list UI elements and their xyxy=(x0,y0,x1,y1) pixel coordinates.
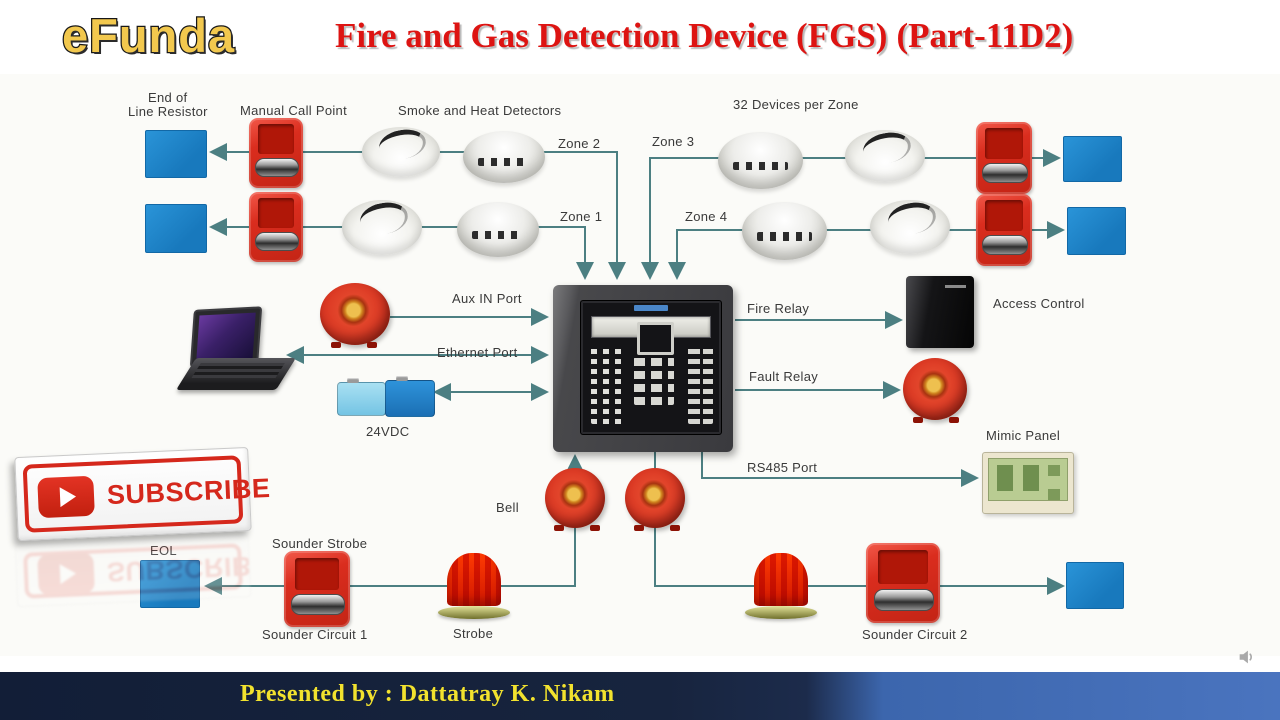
manual-call-point-3 xyxy=(976,122,1032,194)
label-access-control: Access Control xyxy=(993,296,1085,311)
heat-detector-2 xyxy=(342,200,422,255)
panel-indicator xyxy=(637,322,674,355)
label-manual-call-point: Manual Call Point xyxy=(240,103,347,118)
subscribe-inner-border: SUBSCRIBE xyxy=(22,455,271,533)
label-zone-2: Zone 2 xyxy=(558,136,601,151)
label-bell: Bell xyxy=(496,500,519,515)
laptop xyxy=(172,306,296,398)
play-triangle-icon xyxy=(59,486,76,508)
subscribe-label: SUBSCRIBE xyxy=(106,472,272,510)
label-ethernet-port: Ethernet Port xyxy=(437,345,518,360)
laptop-keyboard xyxy=(176,358,296,390)
label-sounder-circuit-1: Sounder Circuit 1 xyxy=(262,627,368,642)
label-fault-relay: Fault Relay xyxy=(749,369,819,384)
eol-resistor-block-4 xyxy=(1067,207,1126,255)
label-mimic-panel: Mimic Panel xyxy=(986,428,1061,443)
subscribe-button-reflection: SUBSCRIBE xyxy=(14,534,252,608)
subscribe-reflection-play-icon xyxy=(37,552,95,596)
eol-resistor-block-5 xyxy=(140,560,200,608)
heat-detector-3 xyxy=(845,130,925,182)
subscribe-reflection-border: SUBSCRIBE xyxy=(23,543,251,599)
aux-bell xyxy=(320,283,390,348)
label-zone-3: Zone 3 xyxy=(652,134,695,149)
battery-24vdc-2 xyxy=(385,376,435,417)
smoke-detector-2 xyxy=(457,202,539,257)
bell-right xyxy=(625,468,685,531)
access-control-unit xyxy=(906,276,974,348)
laptop-display xyxy=(196,312,256,362)
eol-resistor-block-2 xyxy=(145,204,207,253)
mimic-panel-device xyxy=(982,452,1074,514)
strobe-beacon-1 xyxy=(438,553,510,619)
label-sounder-strobe: Sounder Strobe xyxy=(272,536,368,551)
smoke-detector-1 xyxy=(463,131,545,183)
label-sounder-circuit-2: Sounder Circuit 2 xyxy=(862,627,968,642)
fault-relay-bell xyxy=(903,358,967,423)
label-strobe: Strobe xyxy=(453,626,494,641)
manual-call-point-4 xyxy=(976,194,1032,266)
page-title: Fire and Gas Detection Device (FGS)(Part… xyxy=(335,16,1073,56)
eol-resistor-block-3 xyxy=(1063,136,1122,182)
heat-detector-4 xyxy=(870,200,950,254)
eol-resistor-block-6 xyxy=(1066,562,1124,609)
label-fire-relay: Fire Relay xyxy=(747,301,810,316)
label-end-of-line-2: Line Resistor xyxy=(128,104,208,119)
footer-bar: Presented by : Dattatray K. Nikam xyxy=(0,672,1280,720)
smoke-detector-3 xyxy=(718,132,803,189)
fire-alarm-control-panel xyxy=(553,285,733,452)
laptop-keys xyxy=(191,363,285,378)
efunda-logo: eFunda xyxy=(61,8,236,64)
label-end-of-line-1: End of xyxy=(148,90,188,105)
panel-button-column xyxy=(687,346,713,424)
youtube-play-icon xyxy=(37,475,95,519)
label-24vdc: 24VDC xyxy=(366,424,410,439)
label-devices-per-zone: 32 Devices per Zone xyxy=(733,97,859,112)
battery-24vdc-1 xyxy=(337,378,386,416)
subscribe-reflection-label: SUBSCRIBE xyxy=(106,550,252,588)
mimic-panel-screen xyxy=(988,458,1068,501)
label-smoke-heat-detectors: Smoke and Heat Detectors xyxy=(398,103,562,118)
manual-call-point-2 xyxy=(249,192,303,262)
panel-keypad xyxy=(634,357,674,405)
subscribe-button[interactable]: SUBSCRIBE xyxy=(14,446,271,542)
panel-face xyxy=(580,300,723,436)
bell-left xyxy=(545,468,605,531)
speaker-icon xyxy=(1236,646,1258,673)
panel-brand-tag xyxy=(634,305,668,311)
label-zone-4: Zone 4 xyxy=(685,209,728,224)
label-zone-1: Zone 1 xyxy=(560,209,603,224)
eol-resistor-block-1 xyxy=(145,130,207,178)
smoke-detector-4 xyxy=(742,202,827,260)
label-eol: EOL xyxy=(150,543,177,558)
sounder-strobe-device xyxy=(284,551,350,627)
title-part: (Part-11D2) xyxy=(896,16,1074,55)
label-rs485-port: RS485 Port xyxy=(747,460,818,475)
subscribe-reflection-triangle xyxy=(59,563,76,585)
presented-by-text: Presented by : Dattatray K. Nikam xyxy=(240,681,615,707)
heat-detector-1 xyxy=(362,127,440,177)
sounder-circuit-2-device xyxy=(866,543,940,623)
label-aux-in-port: Aux IN Port xyxy=(452,291,522,306)
strobe-beacon-2 xyxy=(745,553,817,619)
title-main: Fire and Gas Detection Device (FGS) xyxy=(335,16,888,55)
panel-led-grid xyxy=(590,346,626,424)
manual-call-point-1 xyxy=(249,118,303,188)
